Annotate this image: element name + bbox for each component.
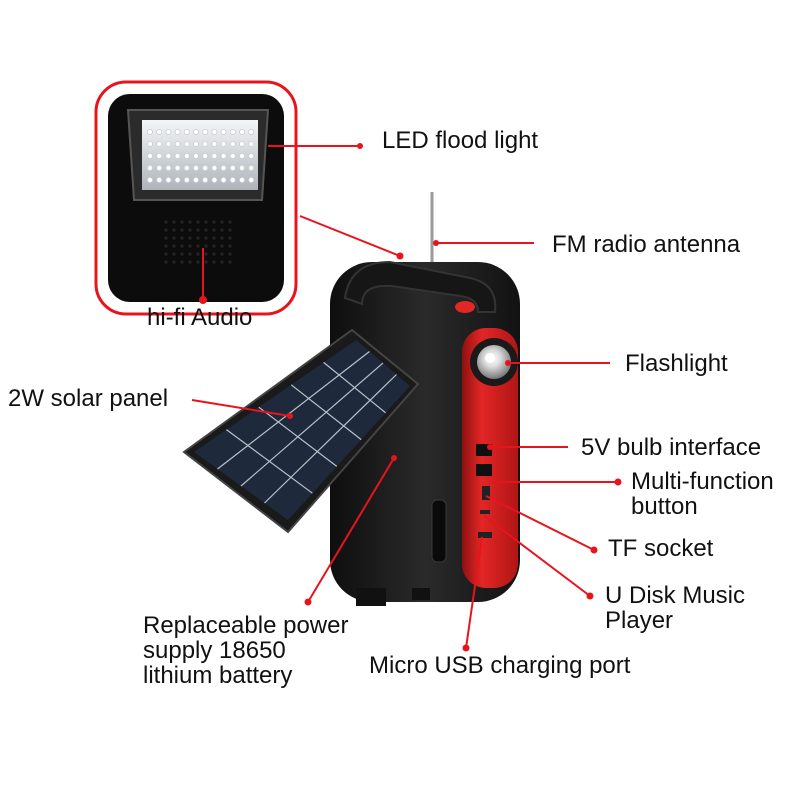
label-replaceable-battery: Replaceable power supply 18650 lithium b…: [143, 612, 349, 689]
label-flashlight: Flashlight: [625, 350, 728, 377]
power-button: [455, 301, 475, 313]
flood-light-inset: [94, 80, 298, 316]
label-tf-socket: TF socket: [608, 535, 714, 562]
flashlight-lens-icon: [470, 338, 518, 386]
label-micro-usb-port: Micro USB charging port: [369, 652, 631, 679]
led-flood-light-icon: [126, 109, 270, 201]
top-handle: [343, 260, 497, 313]
red-front-panel: [462, 328, 518, 588]
label-solar-panel: 2W solar panel: [8, 385, 169, 412]
callout-dots: [199, 143, 622, 652]
callout-tf-socket: [485, 495, 595, 551]
label-hifi-audio: hi-fi Audio: [147, 304, 253, 331]
label-bulb-interface: 5V bulb interface: [581, 434, 762, 461]
tf-slot: [480, 510, 490, 514]
callout-battery: [307, 457, 395, 603]
function-button: [482, 486, 490, 500]
callout-lines: [191, 145, 618, 649]
label-fm-radio-antenna: FM radio antenna: [552, 231, 741, 258]
solar-radio-device: [182, 192, 520, 606]
speaker-grille: [164, 220, 232, 264]
callout-u-disk: [483, 515, 591, 597]
bulb-port-2: [476, 464, 492, 476]
callout-micro-usb: [465, 536, 483, 649]
callout-solar-panel: [191, 399, 291, 417]
label-multi-function-button: Multi-function button: [631, 468, 774, 520]
solar-panel: [182, 328, 420, 534]
callout-antenna: [299, 215, 401, 257]
usb-slot: [478, 532, 492, 538]
label-led-flood-light: LED flood light: [382, 127, 539, 154]
label-u-disk-music-player: U Disk Music Player: [605, 582, 746, 634]
